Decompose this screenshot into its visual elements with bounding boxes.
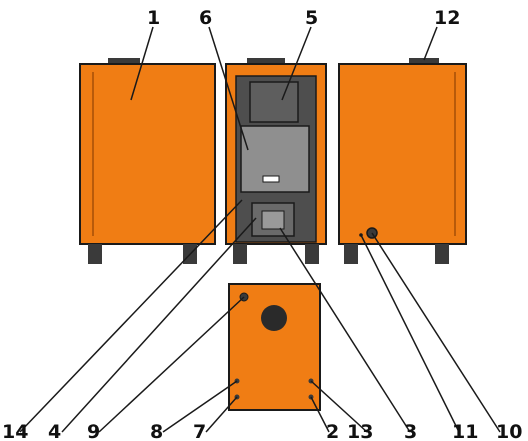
callout-14: 14 xyxy=(2,421,28,441)
left-side-panel xyxy=(79,58,216,264)
leader-3 xyxy=(279,227,411,433)
left-leg-1 xyxy=(88,244,102,264)
flue-outlet xyxy=(261,305,287,331)
callout-10: 10 xyxy=(496,421,522,441)
ash-pan xyxy=(261,210,285,230)
callout-2: 2 xyxy=(326,421,339,441)
leader-7 xyxy=(205,396,238,433)
right-top-cap xyxy=(409,58,439,66)
leader-lines xyxy=(19,26,501,433)
callout-8: 8 xyxy=(150,421,163,441)
handle xyxy=(262,175,280,183)
callout-11: 11 xyxy=(452,421,478,441)
left-top-cap xyxy=(108,58,140,66)
callout-12: 12 xyxy=(434,7,460,29)
leader-8 xyxy=(162,380,238,433)
center-front-view xyxy=(225,58,327,264)
callout-13: 13 xyxy=(347,421,373,441)
right-body xyxy=(338,63,467,245)
leader-14 xyxy=(19,199,243,433)
center-top-cap xyxy=(247,58,285,66)
right-leg-1 xyxy=(344,244,358,264)
leader-11 xyxy=(360,234,460,433)
rear-body xyxy=(228,283,321,411)
leader-6 xyxy=(208,26,249,151)
leader-9 xyxy=(98,296,245,433)
callout-labels: 1 6 5 12 14 4 9 8 7 2 13 3 11 10 xyxy=(2,7,522,441)
callout-4: 4 xyxy=(48,421,61,441)
callout-3: 3 xyxy=(404,421,417,441)
callout-1: 1 xyxy=(147,7,160,29)
right-side-panel xyxy=(338,58,467,264)
leader-5 xyxy=(281,26,312,101)
upper-door xyxy=(249,81,299,123)
leader-2 xyxy=(310,396,330,433)
callout-6: 6 xyxy=(199,7,212,29)
rear-view xyxy=(228,283,321,411)
leader-13 xyxy=(310,380,368,433)
right-leg-2 xyxy=(435,244,449,264)
leader-4 xyxy=(61,217,257,433)
leader-1 xyxy=(130,26,154,101)
callout-9: 9 xyxy=(87,421,100,441)
left-body xyxy=(79,63,216,245)
center-leg-1 xyxy=(233,244,247,264)
callout-7: 7 xyxy=(193,421,206,441)
leader-10 xyxy=(371,232,501,433)
center-leg-2 xyxy=(305,244,319,264)
leader-12 xyxy=(423,26,438,61)
callout-5: 5 xyxy=(305,7,318,29)
